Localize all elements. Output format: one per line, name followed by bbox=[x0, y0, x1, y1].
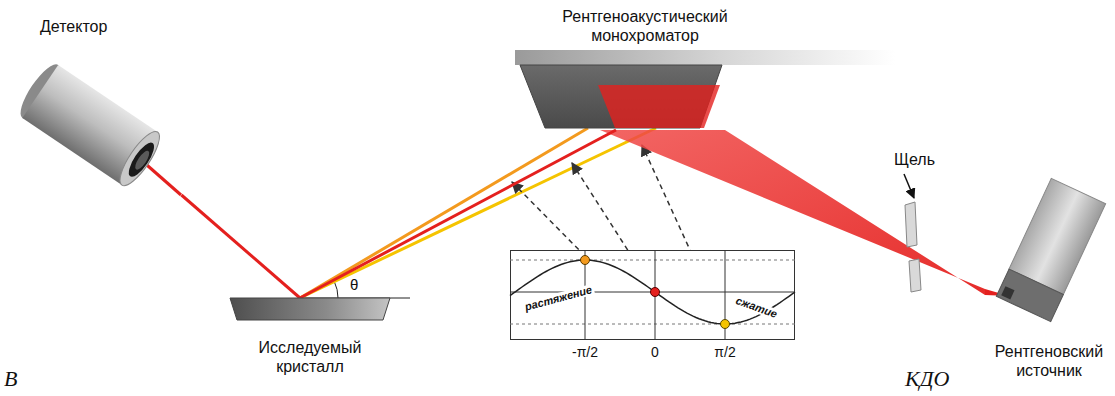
phase-dot bbox=[651, 288, 660, 297]
slit: Щель bbox=[890, 150, 950, 295]
strain-plot: растяжениесжатие bbox=[510, 250, 795, 340]
xray-source: Рентгеновский источник bbox=[985, 160, 1113, 392]
phase-dot bbox=[721, 320, 730, 329]
detector: Детектор bbox=[5, 15, 190, 195]
transducer-plate bbox=[515, 50, 895, 65]
sine-wave bbox=[510, 260, 795, 324]
angle-label: θ bbox=[350, 276, 358, 293]
axis-tick: π/2 bbox=[714, 344, 735, 360]
axis-tick: -π/2 bbox=[572, 344, 598, 360]
crystal-slab bbox=[230, 298, 390, 320]
sample-crystal: Исследуемый кристалл bbox=[225, 298, 395, 388]
component-label: Детектор bbox=[40, 17, 160, 36]
beam-spot bbox=[598, 85, 720, 128]
slit-plate bbox=[905, 202, 917, 247]
component-label: Щель bbox=[894, 150, 950, 169]
leader-arrow bbox=[904, 174, 914, 198]
component-label: Рентгеновский источник bbox=[985, 342, 1113, 380]
source-body bbox=[996, 178, 1105, 321]
text-fragment: В bbox=[4, 366, 17, 392]
phase-dot bbox=[581, 256, 590, 265]
crystal-body bbox=[520, 65, 722, 128]
component-label: Рентгеноакустический монохроматор bbox=[530, 7, 760, 45]
text-fragment: КДО bbox=[905, 366, 950, 392]
axis-tick: 0 bbox=[651, 344, 659, 360]
xray-beam bbox=[181, 195, 300, 298]
component-label: Исследуемый кристалл bbox=[235, 338, 385, 376]
angle-arc bbox=[334, 282, 338, 298]
monochromator: Рентгеноакустический монохроматор bbox=[500, 5, 895, 130]
slit-plate bbox=[909, 259, 921, 292]
slit-icon bbox=[890, 150, 950, 295]
dashed-arrow bbox=[512, 182, 585, 256]
detector-body bbox=[14, 59, 166, 190]
detector-icon bbox=[5, 15, 190, 195]
